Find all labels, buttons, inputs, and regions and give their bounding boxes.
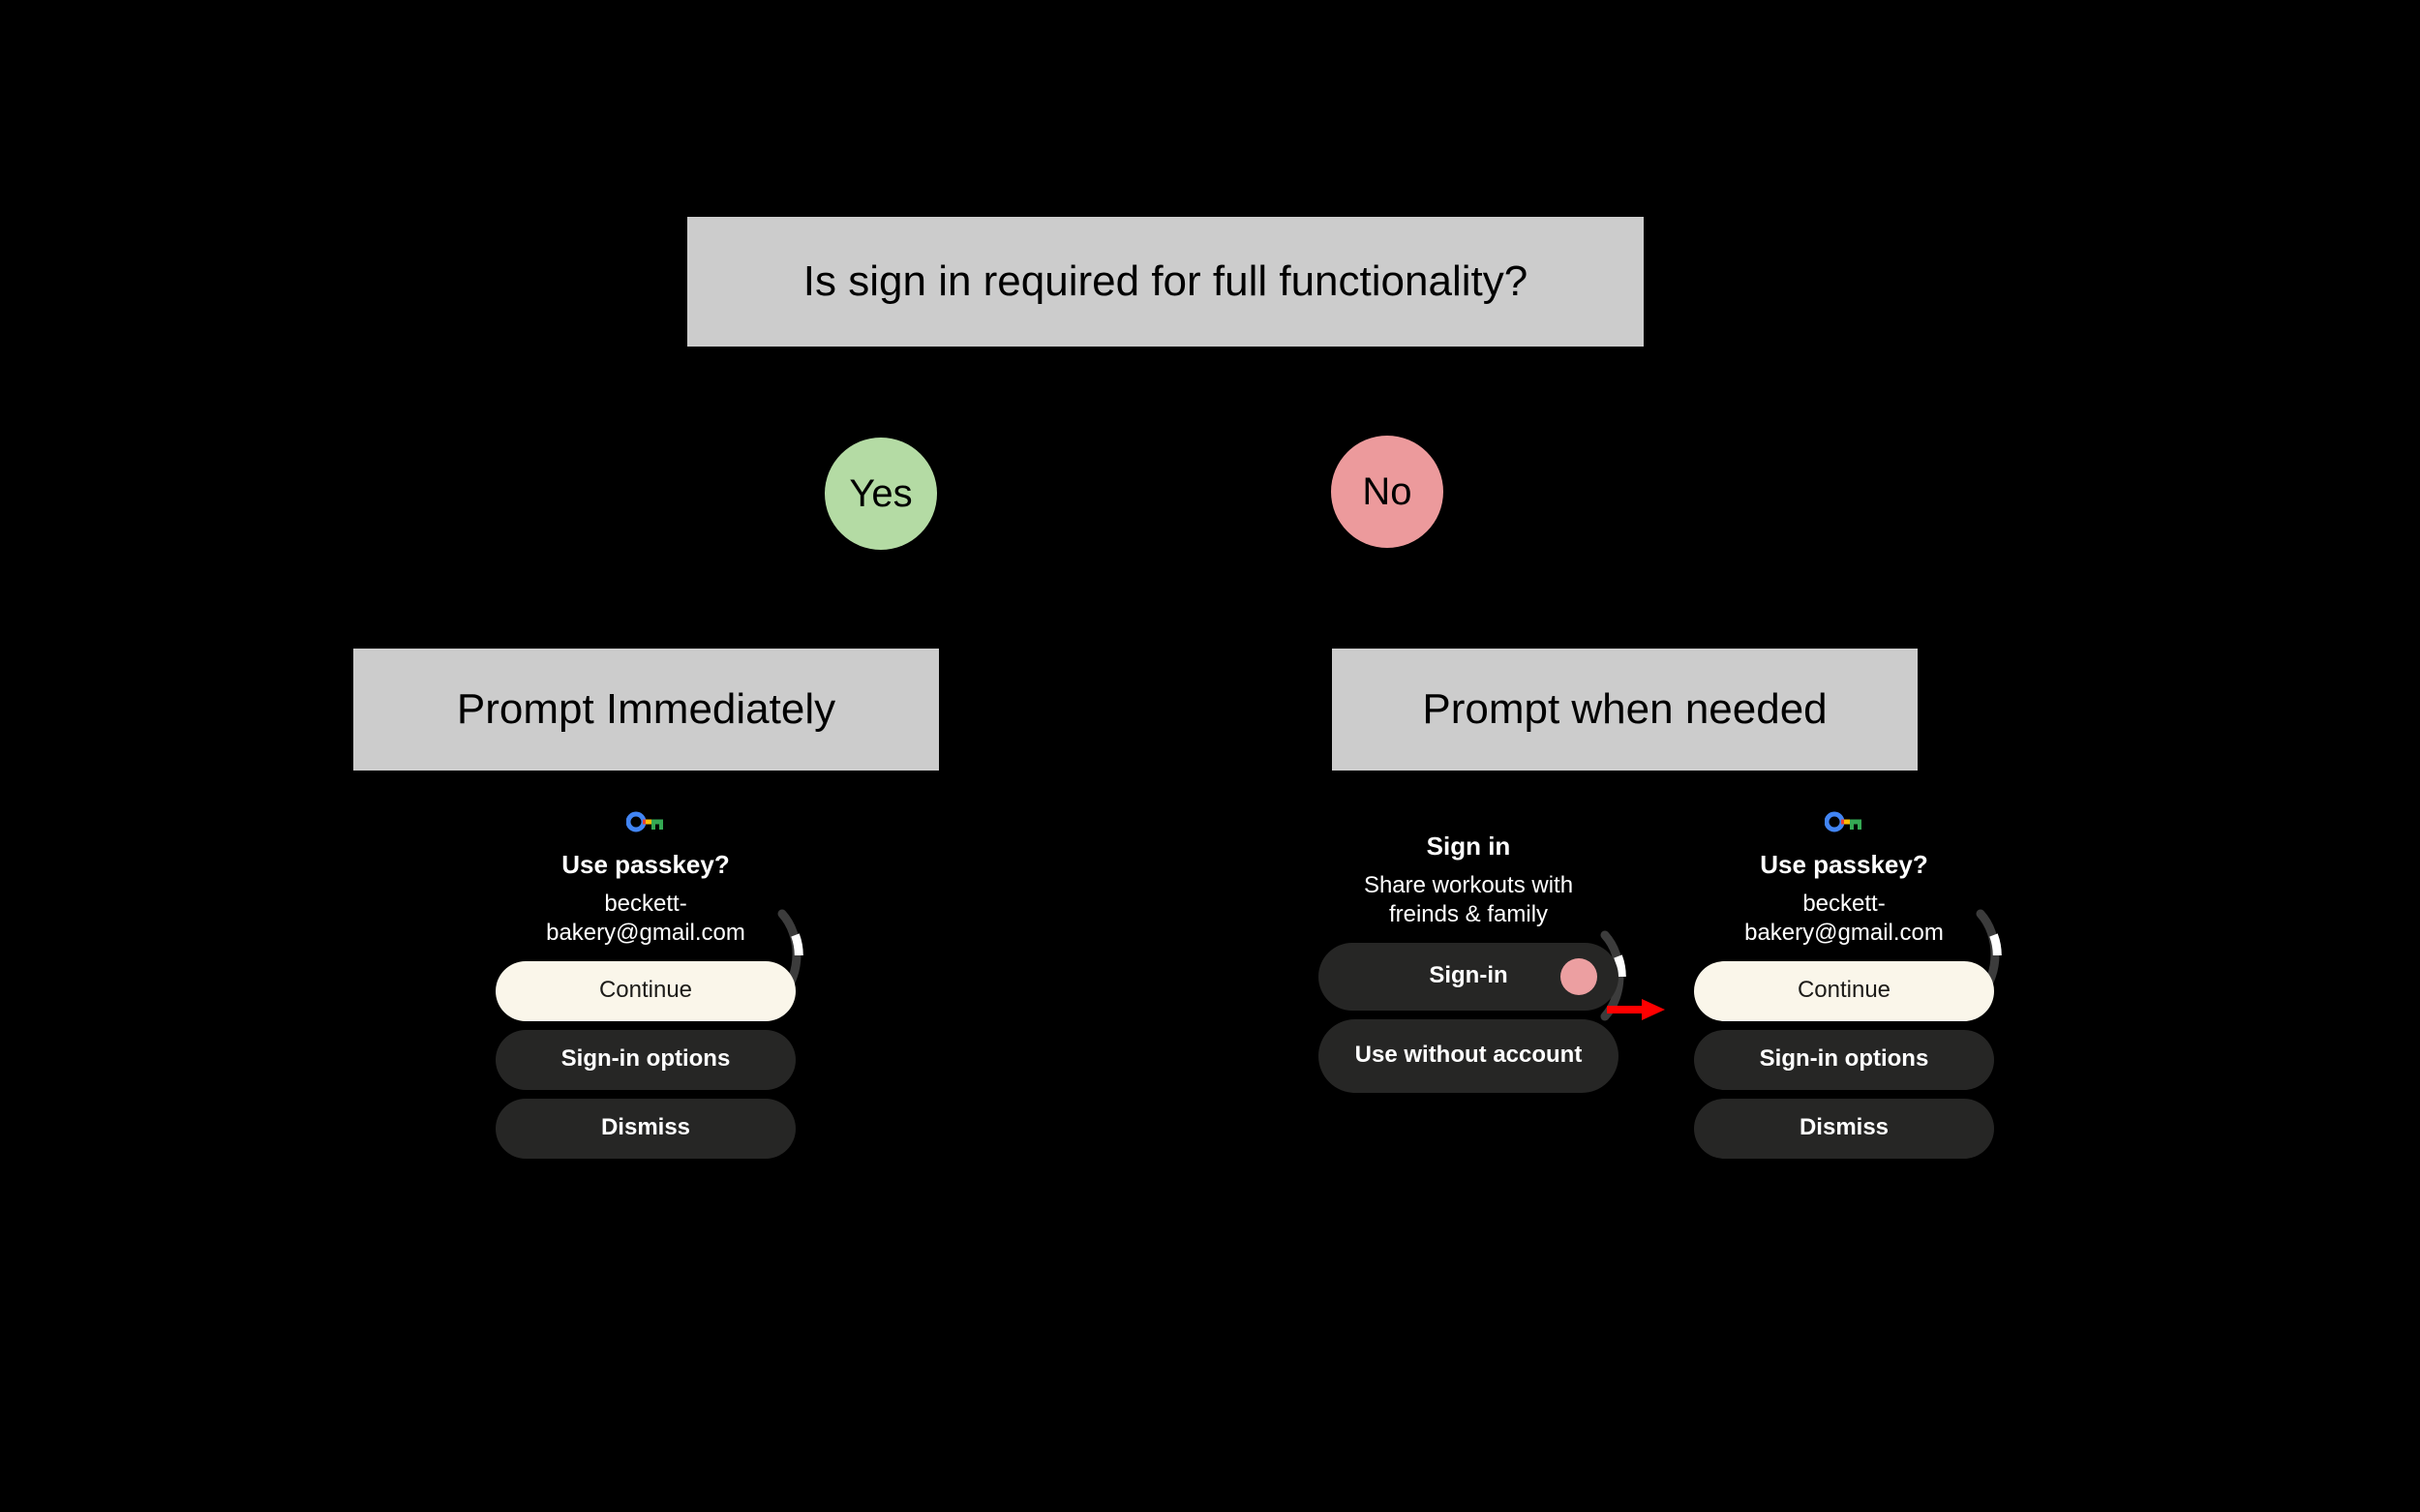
watch-screen-left-passkey: Use passkey? beckett- bakery@gmail.com C… <box>486 811 805 1167</box>
sign-in-options-button[interactable]: Sign-in options <box>1694 1029 1994 1090</box>
sign-in-status-dot <box>1560 957 1597 995</box>
continue-button[interactable]: Continue <box>1694 960 1994 1021</box>
watch-title: Use passkey? <box>1760 850 1928 879</box>
outcome-box-prompt-when-needed-label: Prompt when needed <box>1422 684 1828 733</box>
watch-subtitle: Share workouts with freinds & family <box>1309 871 1628 929</box>
continue-button-label: Continue <box>1797 977 1891 1004</box>
continue-button[interactable]: Continue <box>496 960 796 1021</box>
sign-in-options-button[interactable]: Sign-in options <box>496 1029 796 1090</box>
watch-subtitle-line2: bakery@gmail.com <box>546 919 745 946</box>
watch-title: Use passkey? <box>561 850 730 879</box>
continue-button-label: Continue <box>598 977 693 1004</box>
dismiss-button-label: Dismiss <box>1799 1114 1890 1141</box>
connector-yes-to-prompt-immediately <box>879 550 882 649</box>
decision-yes-label: Yes <box>849 472 913 515</box>
red-arrow-annotation <box>1607 995 1667 1029</box>
connector-no-to-prompt-when-needed <box>1385 548 1388 649</box>
use-without-account-button-label: Use without account <box>1354 1042 1583 1069</box>
watch-subtitle: beckett- bakery@gmail.com <box>486 890 805 948</box>
watch-subtitle-line1: beckett- <box>1802 890 1886 917</box>
decision-no: No <box>1331 436 1443 548</box>
google-passkey-icon <box>486 811 805 837</box>
watch-subtitle-line1: beckett- <box>604 890 687 917</box>
outcome-box-prompt-immediately: Prompt Immediately <box>353 649 939 771</box>
watch-subtitle: beckett- bakery@gmail.com <box>1684 890 2004 948</box>
sign-in-options-button-label: Sign-in options <box>560 1045 731 1073</box>
dismiss-button[interactable]: Dismiss <box>496 1098 796 1159</box>
question-box: Is sign in required for full functionali… <box>687 217 1644 347</box>
watch-subtitle-line1: Share workouts with <box>1363 871 1574 898</box>
sign-in-button-label: Sign-in <box>1429 962 1508 989</box>
watch-title: Sign in <box>1426 832 1511 861</box>
dismiss-button[interactable]: Dismiss <box>1694 1098 1994 1159</box>
watch-subtitle-line2: freinds & family <box>1388 900 1549 927</box>
sign-in-button[interactable]: Sign-in <box>1318 942 1618 1011</box>
sign-in-options-button-label: Sign-in options <box>1759 1045 1929 1073</box>
question-box-label: Is sign in required for full functionali… <box>802 257 1528 305</box>
outcome-box-prompt-immediately-label: Prompt Immediately <box>456 684 836 733</box>
use-without-account-button[interactable]: Use without account <box>1318 1018 1618 1093</box>
dismiss-button-label: Dismiss <box>600 1114 691 1141</box>
watch-screen-middle-signin: Sign in Share workouts with freinds & fa… <box>1309 811 1628 1102</box>
watch-screen-right-passkey: Use passkey? beckett- bakery@gmail.com C… <box>1684 811 2004 1167</box>
watch-subtitle-line2: bakery@gmail.com <box>1744 919 1944 946</box>
connector-question-to-yes <box>1165 347 1167 439</box>
google-passkey-icon <box>1684 811 2004 837</box>
decision-yes: Yes <box>825 438 937 550</box>
decision-no-label: No <box>1362 470 1412 513</box>
connector-question-to-no <box>1165 347 1167 385</box>
outcome-box-prompt-when-needed: Prompt when needed <box>1332 649 1918 771</box>
